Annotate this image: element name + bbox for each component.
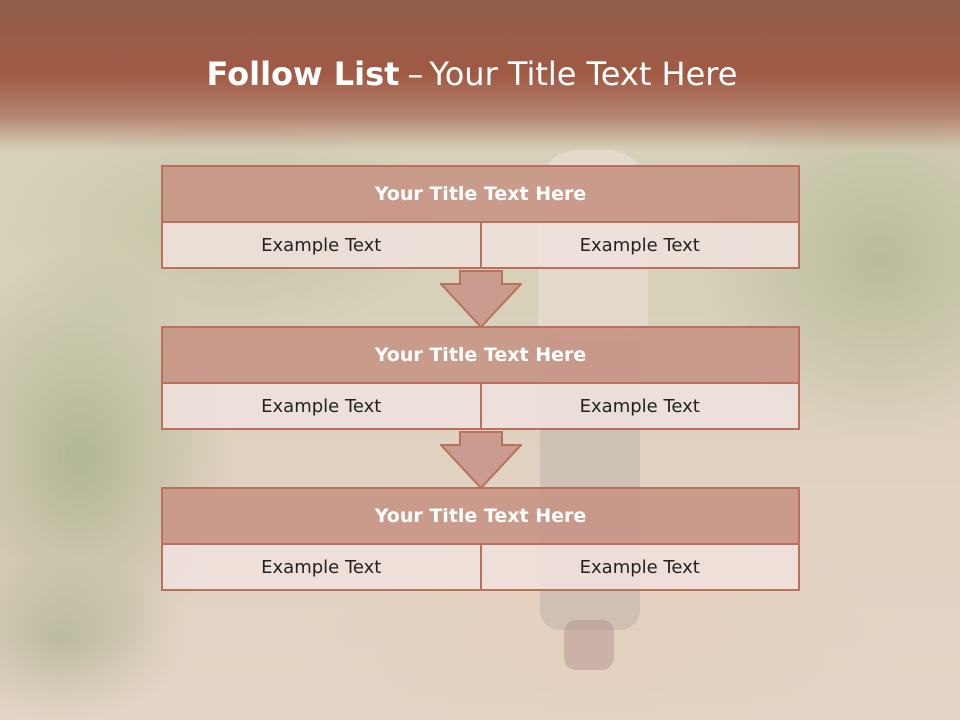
stage-right-text[interactable]: Example Text bbox=[479, 384, 798, 428]
stage-left-text[interactable]: Example Text bbox=[163, 384, 480, 428]
stage-1[interactable]: Your Title Text Here Example Text Exampl… bbox=[161, 165, 800, 269]
stage-title[interactable]: Your Title Text Here bbox=[163, 328, 798, 384]
down-arrow-icon bbox=[440, 270, 522, 328]
stage-title[interactable]: Your Title Text Here bbox=[163, 489, 798, 545]
stage-left-text[interactable]: Example Text bbox=[163, 545, 480, 589]
slide-title[interactable]: Follow List–Your Title Text Here bbox=[0, 55, 944, 93]
title-bold: Follow List bbox=[206, 55, 400, 93]
title-rest: Your Title Text Here bbox=[429, 55, 738, 93]
stage-left-text[interactable]: Example Text bbox=[163, 223, 480, 267]
title-bar bbox=[0, 0, 960, 150]
down-arrow-icon bbox=[440, 431, 522, 489]
title-separator: – bbox=[407, 55, 424, 93]
stage-2[interactable]: Your Title Text Here Example Text Exampl… bbox=[161, 326, 800, 430]
stage-right-text[interactable]: Example Text bbox=[479, 545, 798, 589]
stage-title[interactable]: Your Title Text Here bbox=[163, 167, 798, 223]
stage-right-text[interactable]: Example Text bbox=[479, 223, 798, 267]
stage-3[interactable]: Your Title Text Here Example Text Exampl… bbox=[161, 487, 800, 591]
